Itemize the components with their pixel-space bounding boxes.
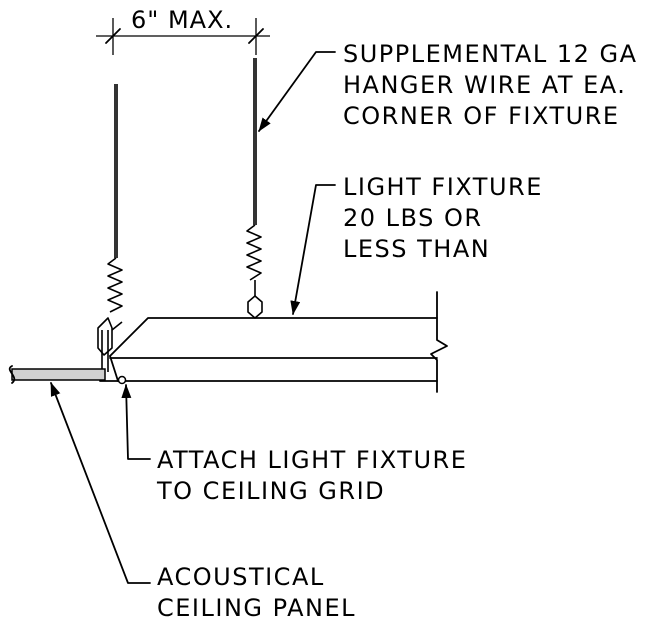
fixture-top-edge [109, 317, 438, 357]
note-panel-line-2: CEILING PANEL [157, 594, 356, 618]
note-acoustical-panel: ACOUSTICAL CEILING PANEL [157, 563, 356, 618]
leader-attach [121, 384, 151, 460]
ceiling-panel [8, 365, 127, 385]
dimension-6in-max: 6" MAX. [96, 6, 270, 55]
ceiling-panel-break [8, 365, 16, 384]
note-panel-line-1: ACOUSTICAL [157, 563, 325, 591]
dimension-tick-left [105, 28, 121, 44]
note-fixture-line-3: LESS THAN [343, 235, 490, 263]
light-fixture [109, 291, 448, 393]
note-hanger-line-2: HANGER WIRE AT EA. [343, 71, 626, 99]
leaders [50, 51, 336, 584]
note-attach-line-2: TO CEILING GRID [156, 477, 385, 505]
fixture-break-line [430, 291, 448, 393]
note-hanger-line-3: CORNER OF FIXTURE [343, 102, 620, 130]
note-attach-line-1: ATTACH LIGHT FIXTURE [157, 446, 467, 474]
ceiling-panel-fill [11, 368, 106, 381]
note-light-fixture: LIGHT FIXTURE 20 LBS OR LESS THAN [343, 173, 543, 263]
hanger-wire-left [97, 84, 123, 372]
leader-fixture [290, 184, 336, 315]
dimension-tick-right [248, 28, 264, 44]
attachment-screw [117, 375, 127, 385]
note-attach-fixture: ATTACH LIGHT FIXTURE TO CEILING GRID [156, 446, 467, 505]
hanger-wire-right [246, 58, 263, 319]
dimension-text: 6" MAX. [131, 6, 233, 34]
note-fixture-line-2: 20 LBS OR [343, 204, 483, 232]
note-fixture-line-1: LIGHT FIXTURE [343, 173, 543, 201]
leader-panel [50, 382, 151, 584]
fixture-left-edge [109, 355, 119, 382]
note-hanger-wire: SUPPLEMENTAL 12 GA HANGER WIRE AT EA. CO… [343, 40, 638, 130]
note-hanger-line-1: SUPPLEMENTAL 12 GA [343, 40, 638, 68]
leader-hanger [258, 51, 336, 132]
